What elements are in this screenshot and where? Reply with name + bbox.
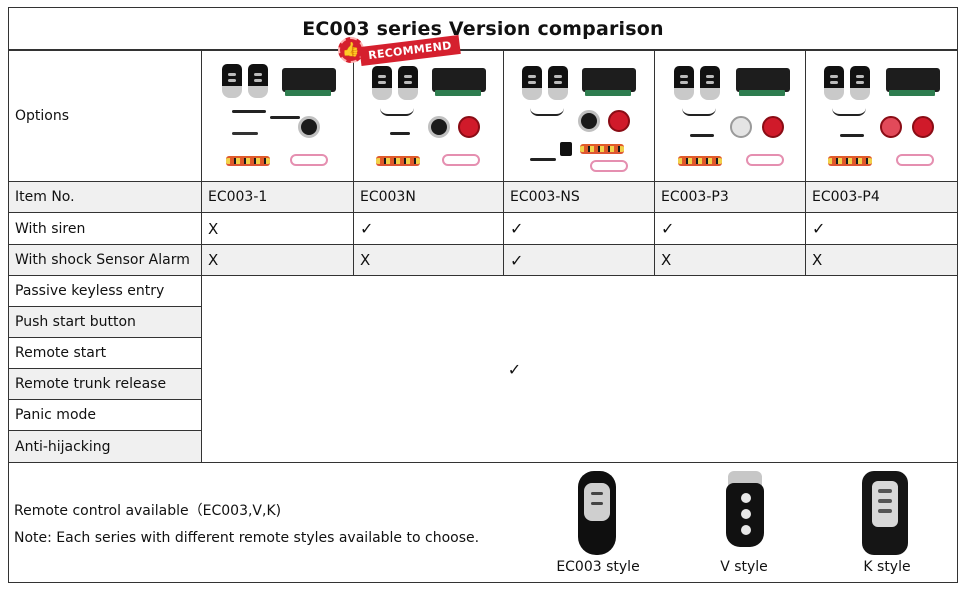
feature-label: Remote trunk release: [8, 368, 202, 400]
shock-value: X: [353, 244, 504, 276]
product-image-ec003-p4: [822, 62, 944, 178]
feature-label: Anti-hijacking: [8, 430, 202, 463]
options-label: Options: [8, 50, 202, 182]
k-style-remote-image: [862, 471, 908, 555]
ec003-style-remote-image: [578, 471, 616, 555]
feature-label: Push start button: [8, 306, 202, 338]
recommend-badge: 👍 RECOMMEND: [338, 34, 461, 66]
v-style-remote-image: [722, 471, 768, 555]
feature-label: Passive keyless entry: [8, 275, 202, 307]
item-no-value: EC003-NS: [503, 181, 655, 213]
siren-label: With siren: [8, 212, 202, 245]
shock-value: X: [654, 244, 806, 276]
remote-section: [8, 462, 958, 583]
product-image-ec003-ns: [520, 62, 642, 178]
common-features-value: ✓: [201, 275, 958, 463]
item-no-value: EC003-P3: [654, 181, 806, 213]
siren-value: ✓: [654, 212, 806, 245]
remote-note-text: Note: Each series with different remote …: [14, 530, 480, 546]
remote-style-label: EC003 style: [556, 559, 640, 575]
remote-style-label: K style: [863, 559, 911, 575]
remote-available-text: Remote control available（EC003,V,K): [14, 503, 282, 519]
item-no-value: EC003N: [353, 181, 504, 213]
shock-label: With shock Sensor Alarm: [8, 244, 202, 276]
shock-value: X: [805, 244, 958, 276]
check-mark: ✓: [507, 359, 522, 379]
product-image-ec003n: [370, 62, 492, 178]
item-no-value: EC003-1: [201, 181, 354, 213]
siren-value: ✓: [353, 212, 504, 245]
siren-value: ✓: [805, 212, 958, 245]
siren-value: X: [201, 212, 354, 245]
item-no-value: EC003-P4: [805, 181, 958, 213]
siren-value: ✓: [503, 212, 655, 245]
item-no-label: Item No.: [8, 181, 202, 213]
page-title: EC003 series Version comparison: [8, 7, 958, 50]
shock-value: X: [201, 244, 354, 276]
shock-value: ✓: [503, 244, 655, 276]
remote-style-label: V style: [720, 559, 768, 575]
feature-label: Panic mode: [8, 399, 202, 431]
product-image-ec003-p3: [672, 62, 794, 178]
product-image-ec003-1: [220, 62, 340, 178]
feature-label: Remote start: [8, 337, 202, 369]
